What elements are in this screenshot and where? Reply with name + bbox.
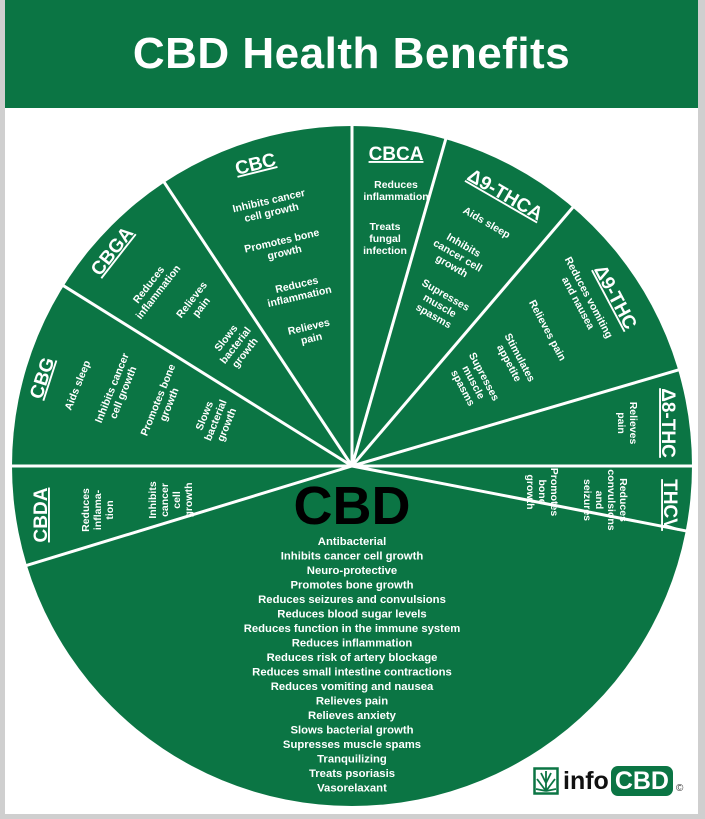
cbd-benefit: Treats psoriasis	[309, 768, 395, 780]
cannabis-leaf-icon	[533, 767, 559, 795]
benefit-line: Reduces	[617, 478, 629, 522]
segment-title: CBDA	[31, 487, 52, 542]
page-title: CBD Health Benefits	[132, 29, 571, 78]
segment-cbga: CBGAReducesinflammationRelievespainSlows…	[87, 223, 261, 371]
benefit-line: Reduces	[374, 179, 418, 191]
benefit-line: pain	[300, 331, 324, 348]
infocbd-logo: info CBD ©	[533, 766, 683, 796]
benefit-line: Treats	[370, 221, 401, 233]
dividers	[7, 121, 697, 569]
cbd-benefit: Antibacterial	[318, 536, 386, 548]
benefit-line: bone	[536, 479, 548, 504]
benefit-line: inflama-	[92, 489, 104, 530]
cbd-benefit: Reduces inflammation	[292, 638, 413, 650]
benefit-line: convulsions	[605, 469, 617, 530]
cbd-benefit: Reduces risk of artery blockage	[267, 652, 438, 664]
benefit-item: Reducesconvulsionsandseizures	[581, 469, 629, 530]
cbd-benefit: Slows bacterial growth	[290, 725, 413, 737]
logo-pill: CBD	[610, 766, 673, 796]
segment-divider	[350, 133, 449, 467]
logo-word: info	[563, 766, 609, 795]
benefit-line: cell	[171, 491, 183, 509]
benefit-line: tion	[104, 500, 116, 519]
cbd-benefit: Relieves anxiety	[308, 710, 397, 722]
benefit-line: and	[593, 491, 605, 510]
cbd-title: CBD	[294, 476, 411, 536]
cbd-benefit: Reduces blood sugar levels	[277, 609, 426, 621]
cbd-benefit: Relieves pain	[316, 696, 388, 708]
benefit-line: Relieves	[627, 402, 639, 445]
cbd-benefit: Neuro-protective	[307, 565, 397, 577]
benefit-line: growth	[524, 475, 536, 510]
cbd-benefit: Vasorelaxant	[317, 783, 387, 795]
benefit-line: growth	[183, 483, 195, 518]
segment-d8thc: Δ8-THC Relievespain	[615, 388, 678, 458]
benefit-line: Inhibits	[147, 481, 159, 518]
segment-title: THCV	[659, 479, 680, 531]
cbd-benefit: Reduces function in the immune system	[244, 623, 461, 635]
segment-thcv: THCV Reducesconvulsionsandseizures Promote…	[524, 468, 680, 531]
benefit-line: infection	[363, 245, 407, 257]
cbd-benefit: Supresses muscle spams	[283, 739, 421, 751]
cbd-benefit: Reduces seizures and convulsions	[258, 594, 446, 606]
benefit-line: seizures	[581, 479, 593, 521]
benefit-item: Promotesbonegrowth	[524, 468, 560, 517]
segment-title: Δ8-THC	[657, 388, 678, 458]
segment-divider	[58, 281, 353, 468]
benefit-line: inflammation	[363, 191, 428, 203]
benefit-line: Promotes	[548, 468, 560, 517]
segment-title: CBCA	[369, 144, 424, 165]
benefit-line: fungal	[369, 233, 401, 245]
cbd-benefit: Tranquilizing	[317, 754, 387, 766]
copyright-mark: ©	[676, 782, 684, 794]
segment-cbda: CBDA Reducesinflama-tion Inhibitscancercel…	[31, 481, 195, 542]
benefit-item: Inhibitscancercellgrowth	[147, 481, 195, 518]
segment-divider	[351, 464, 691, 534]
benefit-line: pain	[615, 412, 627, 434]
cbd-benefit: Inhibits cancer cell growth	[281, 551, 424, 563]
benefit-item: Reducesinflama-tion	[80, 488, 116, 532]
benefit-line: Reduces	[80, 488, 92, 532]
segment-divider	[21, 464, 353, 569]
cbd-benefit: Reduces vomiting and nausea	[271, 681, 434, 693]
header-banner: CBD Health Benefits	[5, 0, 698, 108]
benefit-item: Relievespain	[615, 402, 639, 445]
segment-divider	[160, 177, 354, 467]
cbd-benefit: Promotes bone growth	[290, 580, 413, 592]
cbd-benefit: Reduces small intestine contractions	[252, 667, 452, 679]
segment-divider	[350, 202, 578, 467]
segment-divider	[351, 367, 684, 468]
benefit-line: cancer	[159, 483, 171, 517]
